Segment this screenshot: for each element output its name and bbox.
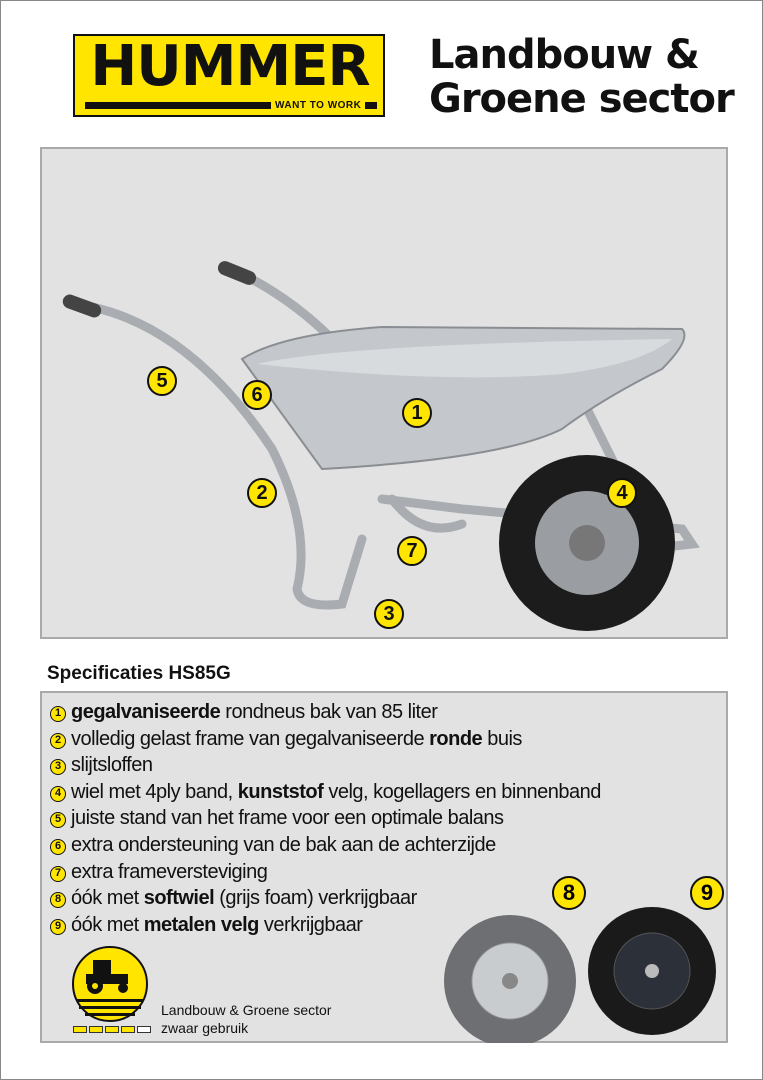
- spec-number: 9: [50, 918, 66, 935]
- spec-number: 6: [50, 838, 66, 855]
- wheel-option-8-badge: 8: [552, 876, 586, 910]
- spec-text: volledig gelast frame van gegalvaniseerd…: [71, 727, 430, 750]
- spec-number: 5: [50, 812, 66, 829]
- callout-4: 4: [607, 478, 637, 508]
- specs-list: 1 gegalvaniseerde rondneus bak van 85 lit…: [50, 699, 601, 938]
- spec-item: 1 gegalvaniseerde rondneus bak van 85 lit…: [50, 699, 601, 726]
- rating-box: [121, 1026, 135, 1033]
- rating-box: [105, 1026, 119, 1033]
- spec-text: juiste stand van het frame voor een opti…: [71, 807, 504, 830]
- specs-panel: 1 gegalvaniseerde rondneus bak van 85 lit…: [40, 691, 728, 1043]
- callout-5: 5: [147, 366, 177, 396]
- wheel-options-illustration: [444, 907, 716, 1043]
- spec-item: 8 óók met softwiel (grijs foam) verkrijgb…: [50, 885, 601, 912]
- hummer-logo: HUMMER WANT TO WORK: [73, 34, 385, 117]
- spec-number: 3: [50, 759, 66, 776]
- spec-number: 8: [50, 892, 66, 909]
- callout-7: 7: [397, 536, 427, 566]
- spec-item: 6 extra ondersteuning van de bak aan de a…: [50, 832, 601, 859]
- spec-text: buis: [482, 727, 522, 750]
- spec-text-bold: ronde: [429, 727, 483, 750]
- spec-text: verkrijgbaar: [258, 913, 363, 936]
- spec-text: extra frameversteviging: [71, 860, 268, 883]
- usage-rating: [73, 1026, 151, 1033]
- logo-tagline: WANT TO WORK: [275, 100, 362, 111]
- product-photo: 5 6 1 2 4 7 3: [40, 147, 728, 639]
- specs-title: Specificaties HS85G: [47, 663, 231, 684]
- spec-number: 1: [50, 706, 66, 722]
- spec-item: 4 wiel met 4ply band, kunststof velg, kog…: [50, 779, 601, 806]
- callout-6: 6: [242, 380, 272, 410]
- callout-2: 2: [247, 478, 277, 508]
- rating-box: [73, 1026, 87, 1033]
- spec-item: 2 volledig gelast frame van gegalvaniseer…: [50, 726, 601, 753]
- spec-item: 7 extra frameversteviging: [50, 859, 601, 886]
- page-title: Landbouw & Groene sector: [429, 32, 735, 122]
- spec-text: wiel met 4ply band,: [71, 780, 238, 803]
- spec-text-bold: softwiel: [143, 887, 215, 910]
- spec-text: óók met: [71, 887, 144, 910]
- spec-text: rondneus bak van 85 liter: [220, 701, 438, 723]
- spec-text: (grijs foam) verkrijgbaar: [214, 887, 417, 910]
- spec-text-bold: kunststof: [237, 780, 324, 803]
- tractor-icon: [72, 946, 148, 1022]
- rating-box: [89, 1026, 103, 1033]
- spec-text-bold: metalen velg: [143, 913, 260, 936]
- spec-number: 2: [50, 732, 66, 749]
- spec-item: 5 juiste stand van het frame voor een opt…: [50, 805, 601, 832]
- wheelbarrow-illustration: [62, 261, 700, 631]
- usage-label: Landbouw & Groene sector zwaar gebruik: [161, 1002, 332, 1036]
- spec-text-bold: gegalvaniseerde: [71, 701, 221, 723]
- logo-wordmark: HUMMER: [90, 38, 370, 96]
- spec-text: slijtsloffen: [71, 754, 153, 777]
- spec-item: 9 óók met metalen velg verkrijgbaar: [50, 912, 601, 939]
- callout-1: 1: [402, 398, 432, 428]
- callout-3: 3: [374, 599, 404, 629]
- wheel-option-9-badge: 9: [690, 876, 724, 910]
- spec-text: extra ondersteuning van de bak aan de ac…: [71, 833, 496, 856]
- spec-number: 7: [50, 865, 66, 882]
- spec-number: 4: [50, 785, 66, 802]
- spec-item: 3 slijtsloffen: [50, 752, 601, 779]
- spec-text: velg, kogellagers en binnenband: [323, 780, 601, 803]
- spec-text: óók met: [71, 913, 144, 936]
- rating-box: [137, 1026, 151, 1033]
